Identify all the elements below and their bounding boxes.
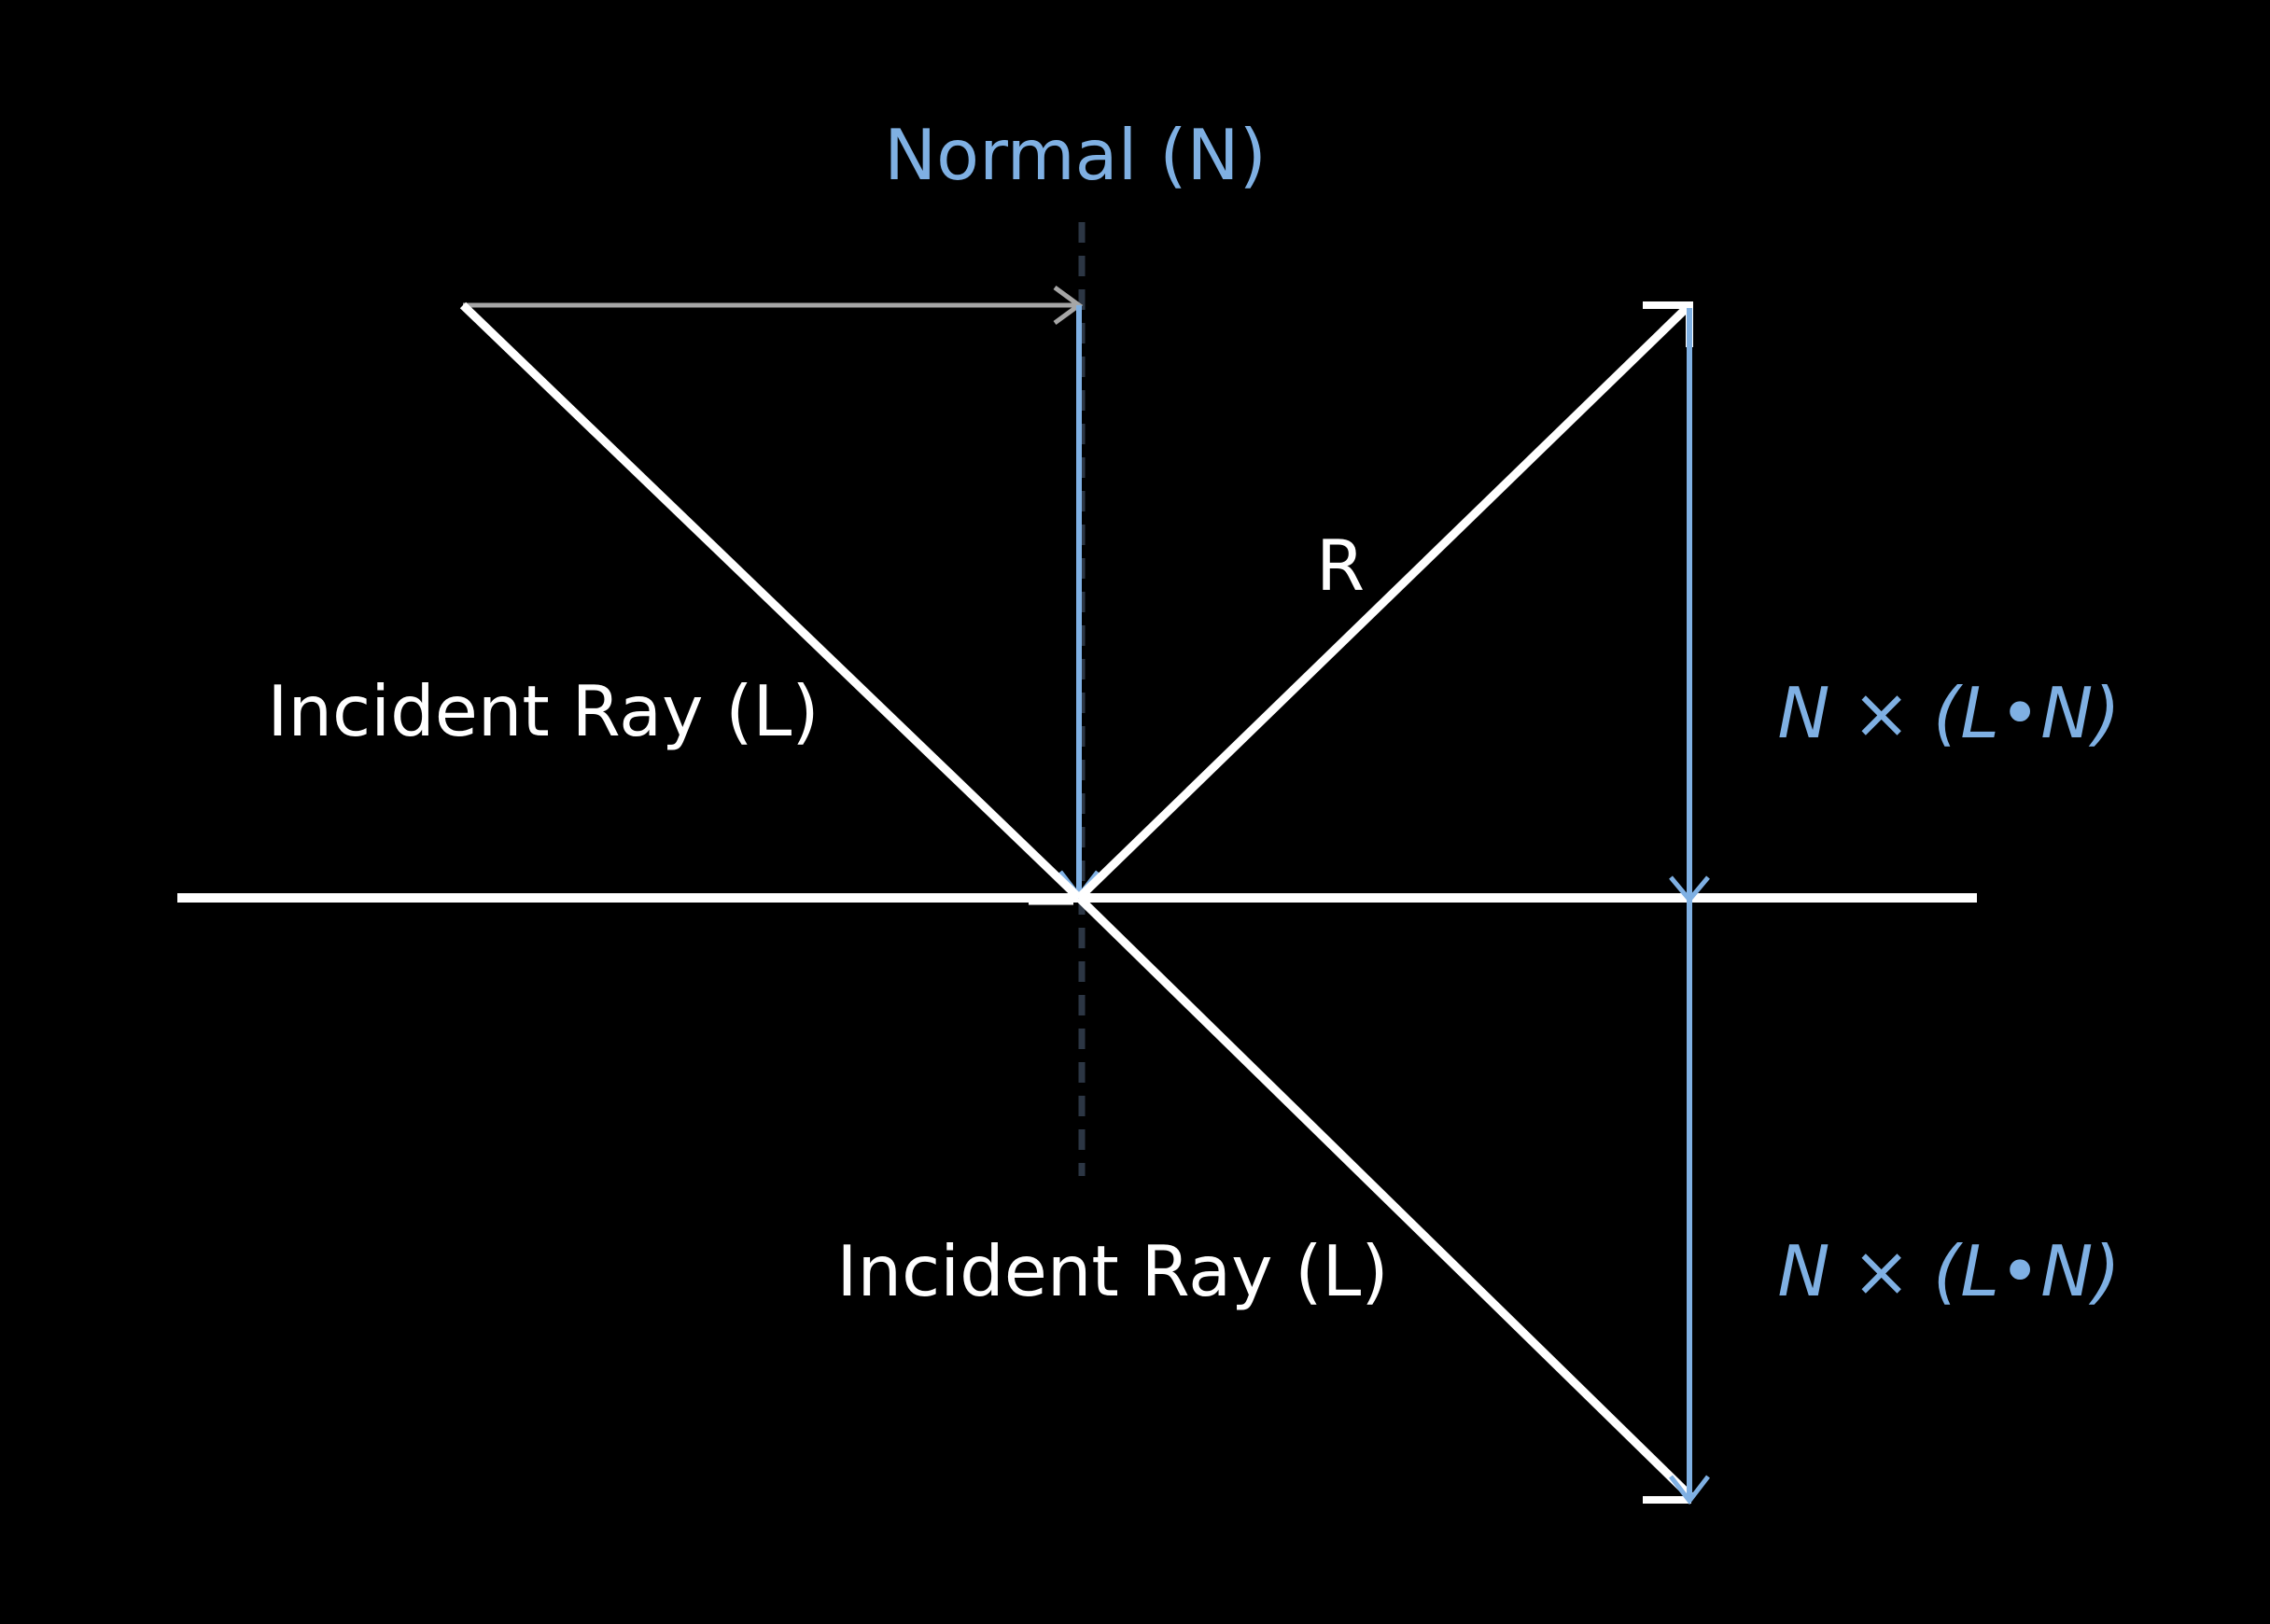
reflected-ray-label: R: [1316, 525, 1365, 607]
horizontal-helper-arrow: [463, 285, 1084, 326]
reflected-ray: [1075, 301, 1693, 902]
incident-ray-upper: [459, 301, 1083, 902]
normal-label: Normal (N): [884, 114, 1267, 196]
projection-upper-label: N × (L•N): [1777, 672, 2120, 754]
incident-ray-upper-label: Incident Ray (L): [267, 670, 819, 752]
incident-ray-lower-label: Incident Ray (L): [836, 1230, 1388, 1312]
incident-ray-lower: [1075, 894, 1695, 1501]
normal-projection-arrow: [1058, 305, 1100, 901]
projection-arrow-lower: [1669, 898, 1710, 1505]
projection-lower-label: N × (L•N): [1777, 1230, 2120, 1312]
projection-arrow-upper: [1669, 308, 1710, 903]
